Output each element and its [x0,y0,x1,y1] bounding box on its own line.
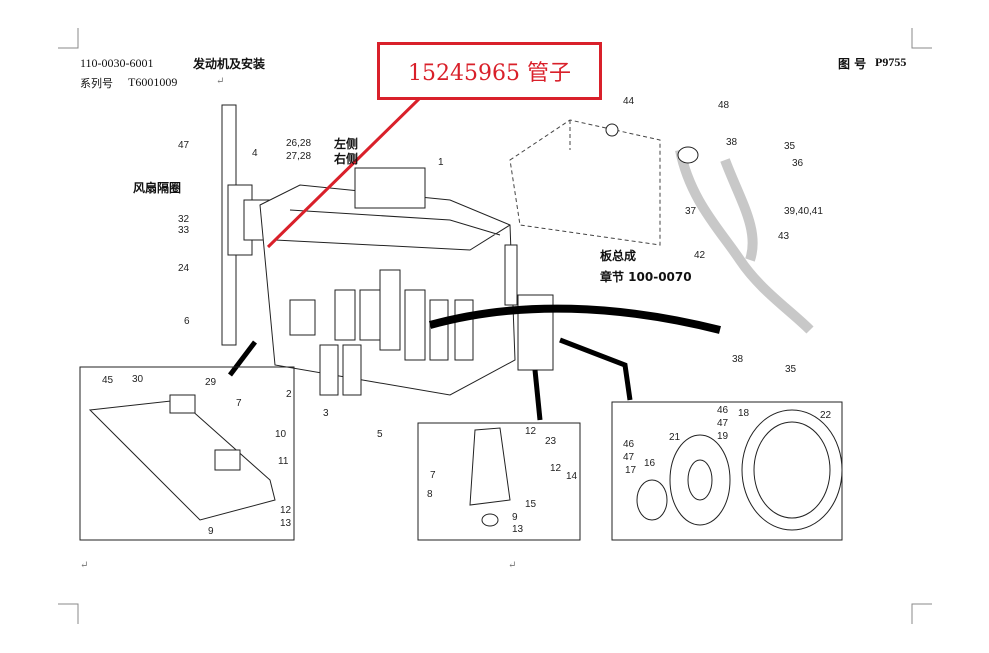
callout-number: 47 [717,418,729,429]
leader-bands [228,304,721,421]
detail-parts [88,394,843,531]
fan-spacer-label: 风扇隔圈 [133,181,182,195]
panel-assembly-label: 板总成 [600,249,637,263]
callout-number: 5 [377,429,383,440]
panel-drawing [509,119,661,246]
callout-number: 27,28 [286,151,312,162]
callout-number: 24 [178,263,190,274]
callout-number: 7 [430,470,436,481]
callout-number: 9 [208,526,214,537]
callout-number: 16 [644,458,656,469]
callout-number: 35 [784,141,796,152]
callout-number: 4 [252,148,258,159]
callout-number: 36 [792,158,804,169]
figure-label: 图 号 [838,57,867,71]
part-callout-box: 15245965 管子 [377,42,602,100]
right-side-label: 右侧 [334,152,359,166]
series-value: T6001009 [128,75,178,89]
callout-number: 12 [550,463,562,474]
callout-number: 11 [278,456,289,467]
callout-number: 12 [280,505,292,516]
callout-number: 9 [512,512,518,523]
callout-number: 18 [738,408,750,419]
callout-number: 12 [525,426,537,437]
callout-number: 32 [178,214,190,225]
callout-number: 17 [625,465,637,476]
callout-number: 8 [427,489,433,500]
callout-number: 47 [623,452,635,463]
callout-number: 22 [820,410,832,421]
callout-number: 21 [669,432,681,443]
callout-number: 42 [694,250,706,261]
return-mark: ↵ [80,560,89,571]
callout-number: 19 [717,431,729,442]
callout-text: 15245965 管子 [408,61,571,86]
callout-number: 1 [438,157,444,168]
figure-number: P9755 [875,55,907,69]
callout-number: 15 [525,499,537,510]
callout-number: 7 [236,398,242,409]
callout-number: 2 [286,389,292,400]
callout-number: 35 [785,364,797,375]
callout-number: 14 [566,471,578,482]
callout-number: 13 [280,518,292,529]
callout-number: 39,40,41 [784,206,823,217]
callout-number: 44 [623,96,635,107]
callout-number: 43 [778,231,790,242]
callout-number: 45 [102,375,114,386]
section-ref-label: 章节 100-0070 [600,270,692,284]
left-side-label: 左侧 [334,137,359,151]
callout-number: 38 [726,137,738,148]
engine-drawing [259,167,554,396]
callout-number: 26,28 [286,138,312,149]
callout-number: 13 [512,524,524,535]
callout-number: 6 [184,316,190,327]
callout-number: 46 [717,405,729,416]
callout-number: 47 [178,140,190,151]
callout-number: 10 [275,429,287,440]
callout-number: 48 [718,100,730,111]
callout-number: 46 [623,439,635,450]
callout-number: 29 [205,377,217,388]
callout-number: 37 [685,206,697,217]
return-mark: ↵ [508,560,517,571]
callout-number: 23 [545,436,557,447]
callout-number: 3 [323,408,329,419]
corner-marks [58,28,932,624]
callout-number: 30 [132,374,144,385]
series-label: 系列号 [80,77,113,90]
pipe-drawing [605,123,814,334]
return-mark: ↵ [216,76,225,87]
callout-leader [266,96,422,249]
part-code: 110-0030-6001 [80,56,154,70]
document-title: 发动机及安装 [193,57,266,71]
callout-number: 33 [178,225,190,236]
callout-number: 38 [732,354,744,365]
